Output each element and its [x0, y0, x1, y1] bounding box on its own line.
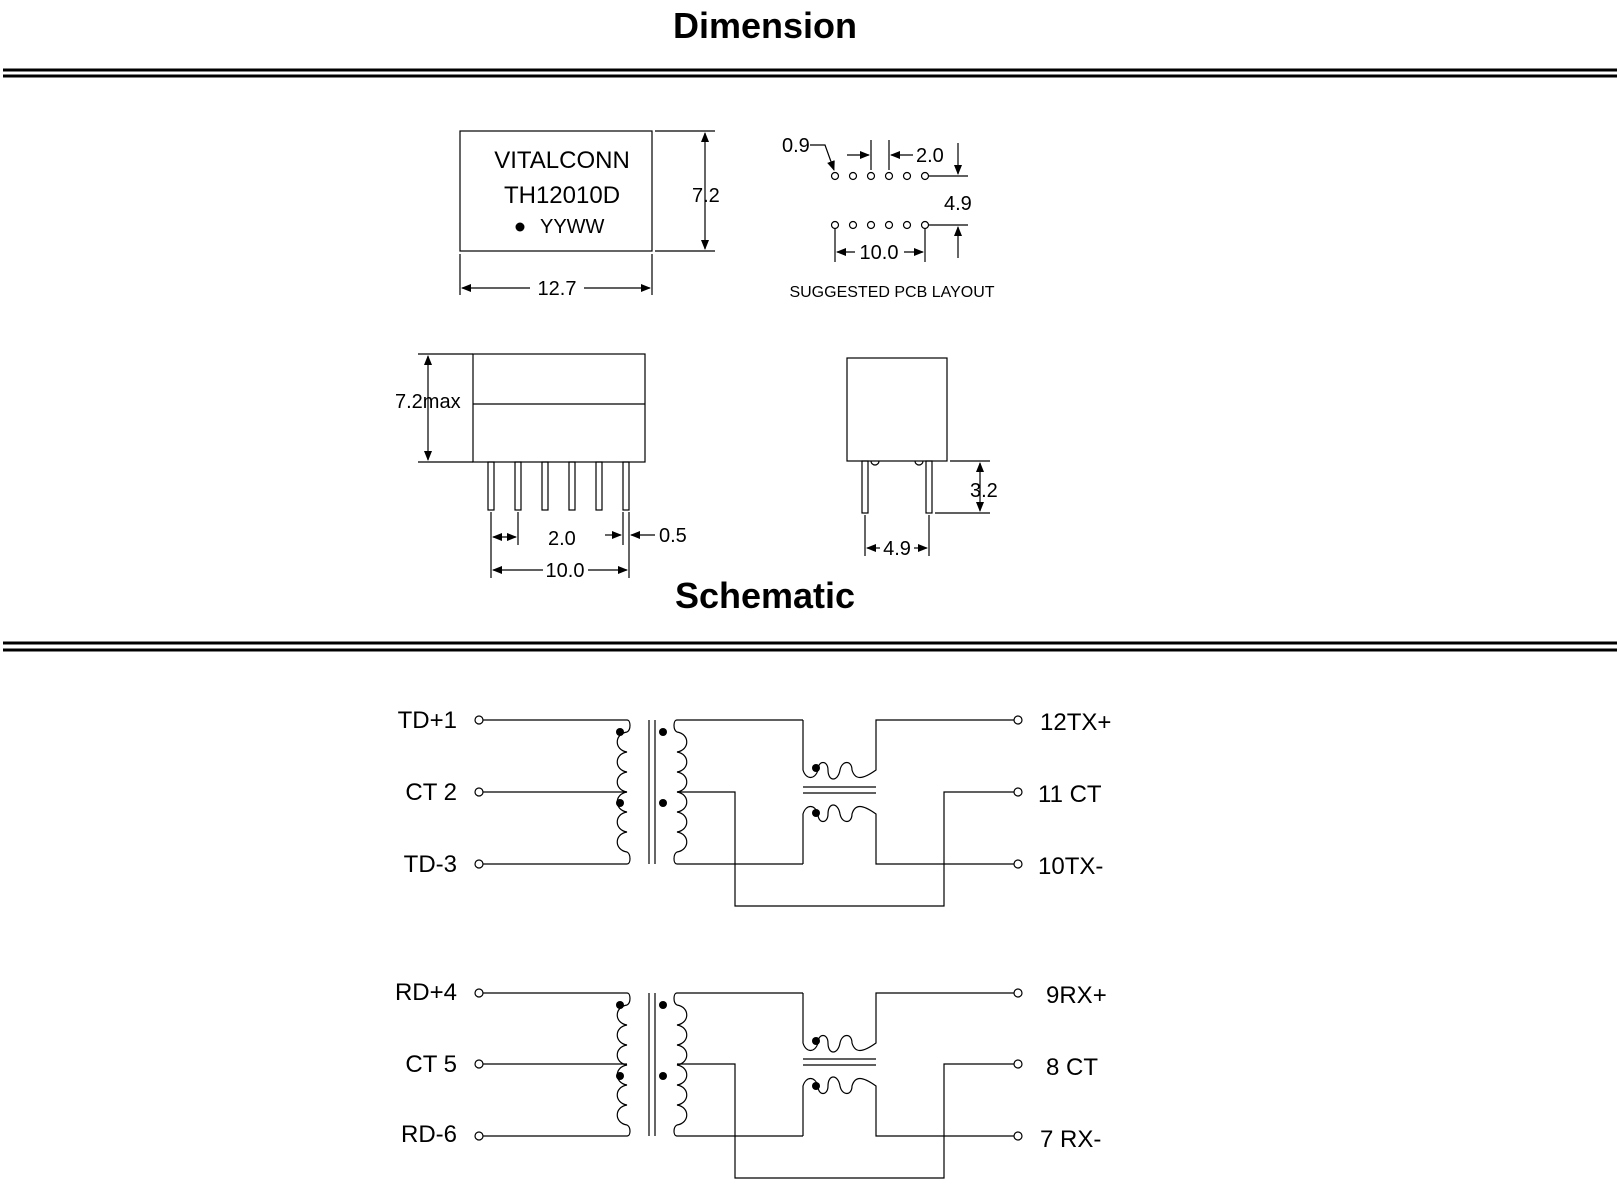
dimension-heading: Dimension [673, 5, 857, 46]
rx-isolation-transformer [483, 992, 1014, 1179]
schematic-rule [3, 641, 1617, 652]
end-view: 3.2 4.9 [846, 357, 998, 560]
rx-pin-7-label: 7 RX- [1040, 1126, 1101, 1153]
end-pin-left [861, 460, 869, 514]
tx-isolation-transformer [483, 719, 1014, 907]
end-pin-right [925, 460, 933, 514]
rx-pin-8-label: 8 CT [1046, 1054, 1098, 1081]
tx-common-mode-choke [802, 719, 1014, 865]
pin1-dot [515, 222, 525, 232]
pcb-holes-top-row [830, 171, 930, 181]
schematic-heading: Schematic [675, 575, 855, 616]
tx-channel: TD+1 CT 2 TD-3 12TX+ 11 CT 10TX- [398, 707, 1111, 907]
tx-pin-2-label: CT 2 [405, 779, 457, 806]
top-height-label: 7.2 [692, 185, 720, 207]
top-width-label: 12.7 [538, 278, 577, 300]
date-code-marking: YYWW [540, 216, 605, 238]
tx-pin-12-label: 12TX+ [1040, 709, 1111, 736]
side-view: 7.2max 2.0 0.5 10.0 [395, 353, 687, 582]
dimension-rule [3, 68, 1617, 78]
tx-pin-3-label: TD-3 [404, 851, 457, 878]
rx-pin-6-label: RD-6 [401, 1121, 457, 1148]
pin-width-label: 0.5 [659, 525, 687, 547]
brand-marking: VITALCONN [494, 147, 630, 174]
rx-pin-4-label: RD+4 [395, 979, 457, 1006]
tx-pin-11-label: 11 CT [1038, 781, 1102, 808]
component-body-end [846, 357, 948, 462]
side-span-label: 10.0 [546, 560, 585, 582]
pcb-layout-caption: SUGGESTED PCB LAYOUT [789, 284, 994, 301]
part-number-marking: TH12010D [504, 182, 620, 209]
rx-pin-9-label: 9RX+ [1046, 982, 1107, 1009]
component-body-side [472, 353, 646, 463]
side-pins [487, 461, 630, 511]
pitch-label: 2.0 [916, 145, 944, 167]
tx-pin-1-label: TD+1 [398, 707, 457, 734]
tx-pin-10-label: 10TX- [1038, 853, 1103, 880]
component-body-top [459, 130, 653, 252]
side-height-label: 7.2max [395, 391, 461, 413]
rx-common-mode-choke [802, 992, 1014, 1137]
pin-length-label: 3.2 [970, 480, 998, 502]
rx-channel: RD+4 CT 5 RD-6 9RX+ 8 CT 7 RX- [395, 979, 1107, 1179]
pcb-holes-bottom-row [830, 220, 930, 230]
end-row-spacing-label: 4.9 [883, 538, 911, 560]
row-spacing-label: 4.9 [944, 193, 972, 215]
pcb-layout: 0.9 2.0 4.9 10.0 SUGGESTED PCB LAYOUT [782, 135, 995, 301]
rx-pin-5-label: CT 5 [405, 1051, 457, 1078]
side-pitch-label: 2.0 [548, 528, 576, 550]
pcb-span-label: 10.0 [860, 242, 899, 264]
top-view: VITALCONN TH12010D YYWW 7.2 12.7 [459, 130, 720, 300]
hole-diameter-label: 0.9 [782, 135, 810, 157]
